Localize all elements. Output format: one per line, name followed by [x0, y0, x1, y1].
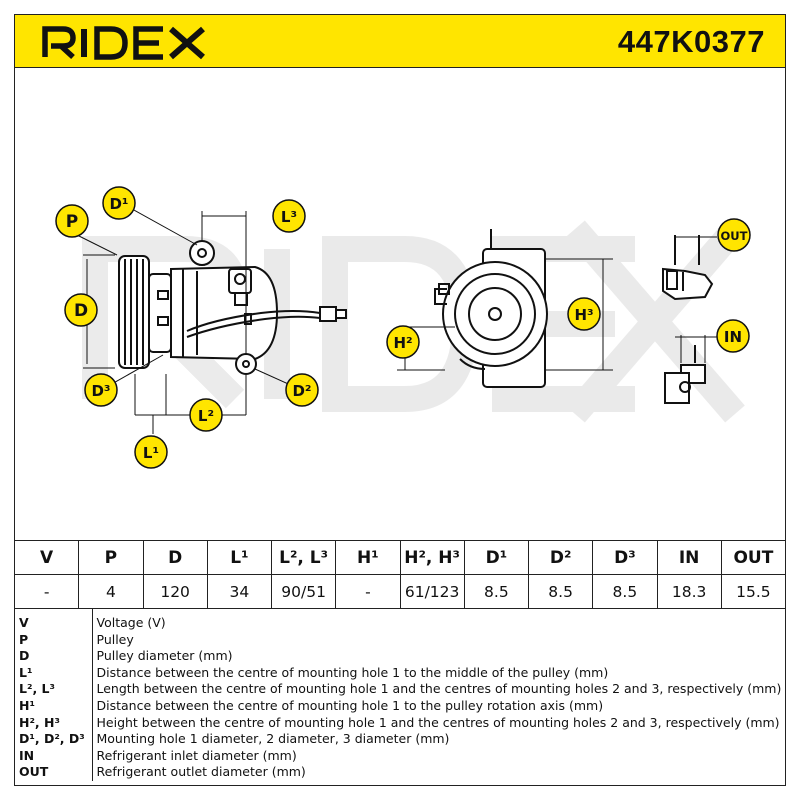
- svg-text:P: P: [66, 212, 78, 232]
- specs-table: V P D L¹ L², L³ H¹ H², H³ D¹ D² D³ IN OU…: [13, 540, 787, 609]
- legend-desc: Refrigerant outlet diameter (mm): [96, 764, 306, 780]
- specs-value-cell: 8.5: [527, 574, 594, 609]
- svg-text:IN: IN: [724, 328, 742, 346]
- specs-value-cell: 8.5: [463, 574, 530, 609]
- callout-d2: D²: [285, 373, 319, 407]
- svg-text:D¹: D¹: [109, 195, 128, 213]
- callout-h2: H²: [386, 325, 420, 359]
- svg-text:L³: L³: [281, 208, 297, 226]
- specs-value-cell: -: [335, 574, 401, 609]
- legend-key: H¹: [14, 697, 93, 715]
- callout-d: D: [64, 293, 98, 327]
- specs-header-cell: L¹: [206, 540, 273, 575]
- specs-header-cell: P: [78, 540, 144, 575]
- legend-key: IN: [14, 747, 93, 765]
- svg-text:L¹: L¹: [143, 444, 159, 462]
- legend-desc: Refrigerant inlet diameter (mm): [96, 747, 297, 763]
- legend-desc: Height between the centre of mounting ho…: [96, 714, 780, 730]
- specs-value-cell: 4: [78, 574, 144, 609]
- svg-text:H³: H³: [574, 306, 593, 324]
- legend-key: D: [14, 648, 93, 665]
- svg-text:D³: D³: [91, 382, 110, 400]
- technical-diagram: P D¹ L³ D D³ D² L² L¹ H² H³ OUT IN: [55, 186, 751, 469]
- inlet-fitting: [664, 335, 717, 404]
- svg-text:H²: H²: [393, 334, 412, 352]
- specs-value-cell: -: [13, 574, 80, 609]
- specs-value-cell: 90/51: [270, 574, 337, 609]
- specs-header-cell: D¹: [463, 540, 530, 575]
- legend-key: L², L³: [14, 681, 93, 698]
- legend-key: D¹, D², D³: [14, 731, 93, 748]
- svg-text:D²: D²: [292, 382, 311, 400]
- compressor-front-view: [434, 229, 548, 388]
- specs-value-row: - 4 120 34 90/51 - 61/123 8.5 8.5 8.5 18…: [13, 574, 787, 609]
- legend-key: H², H³: [14, 714, 93, 732]
- legend-desc: Distance between the centre of mounting …: [96, 697, 604, 713]
- svg-text:L²: L²: [198, 407, 214, 425]
- specs-header-cell: D³: [592, 540, 658, 575]
- legend-desc: Voltage (V): [96, 615, 166, 630]
- specs-header-cell: D: [142, 540, 208, 575]
- specs-value-cell: 61/123: [399, 574, 465, 609]
- specs-header-cell: L², L³: [270, 540, 337, 575]
- outlet-fitting: [662, 235, 717, 301]
- specs-header-cell: H², H³: [399, 540, 465, 575]
- legend-key: V: [14, 609, 93, 632]
- header-bar: 447K0377: [14, 14, 786, 68]
- legend-desc: Pulley: [96, 631, 134, 647]
- specs-value-cell: 18.3: [656, 574, 722, 609]
- specs-header-cell: V: [13, 540, 80, 575]
- callout-d1: D¹: [102, 186, 136, 220]
- specs-value-cell: 34: [206, 574, 273, 609]
- callout-l1: L¹: [134, 435, 168, 469]
- callout-in: IN: [716, 319, 750, 353]
- left-dimension-lines: [74, 203, 296, 434]
- callout-h3: H³: [567, 297, 601, 331]
- specs-header-cell: D²: [527, 540, 594, 575]
- legend-desc: Distance between the centre of mounting …: [96, 664, 609, 680]
- part-number: 447K0377: [617, 24, 765, 59]
- specs-header-cell: H¹: [335, 540, 401, 575]
- ridex-logo: [42, 26, 205, 60]
- legend-key: P: [14, 631, 93, 649]
- specs-header-cell: OUT: [720, 540, 787, 575]
- legend-desc: Mounting hole 1 diameter, 2 diameter, 3 …: [96, 731, 450, 747]
- specs-header-row: V P D L¹ L², L³ H¹ H², H³ D¹ D² D³ IN OU…: [13, 540, 787, 575]
- legend-key: OUT: [14, 764, 93, 781]
- specs-value-cell: 120: [142, 574, 208, 609]
- callout-l2: L²: [189, 398, 223, 432]
- legend-key: L¹: [14, 664, 93, 682]
- callout-p: P: [55, 204, 89, 238]
- callout-out: OUT: [717, 218, 751, 252]
- legend-desc: Pulley diameter (mm): [96, 648, 233, 664]
- specs-header-cell: IN: [656, 540, 722, 575]
- specs-value-cell: 15.5: [720, 574, 787, 609]
- svg-text:D: D: [74, 301, 88, 321]
- specs-value-cell: 8.5: [592, 574, 658, 609]
- callout-d3: D³: [84, 373, 118, 407]
- svg-text:OUT: OUT: [721, 229, 748, 243]
- compressor-side-view: [118, 240, 347, 375]
- callout-l3: L³: [272, 199, 306, 233]
- legend-desc: Length between the centre of mounting ho…: [96, 681, 782, 697]
